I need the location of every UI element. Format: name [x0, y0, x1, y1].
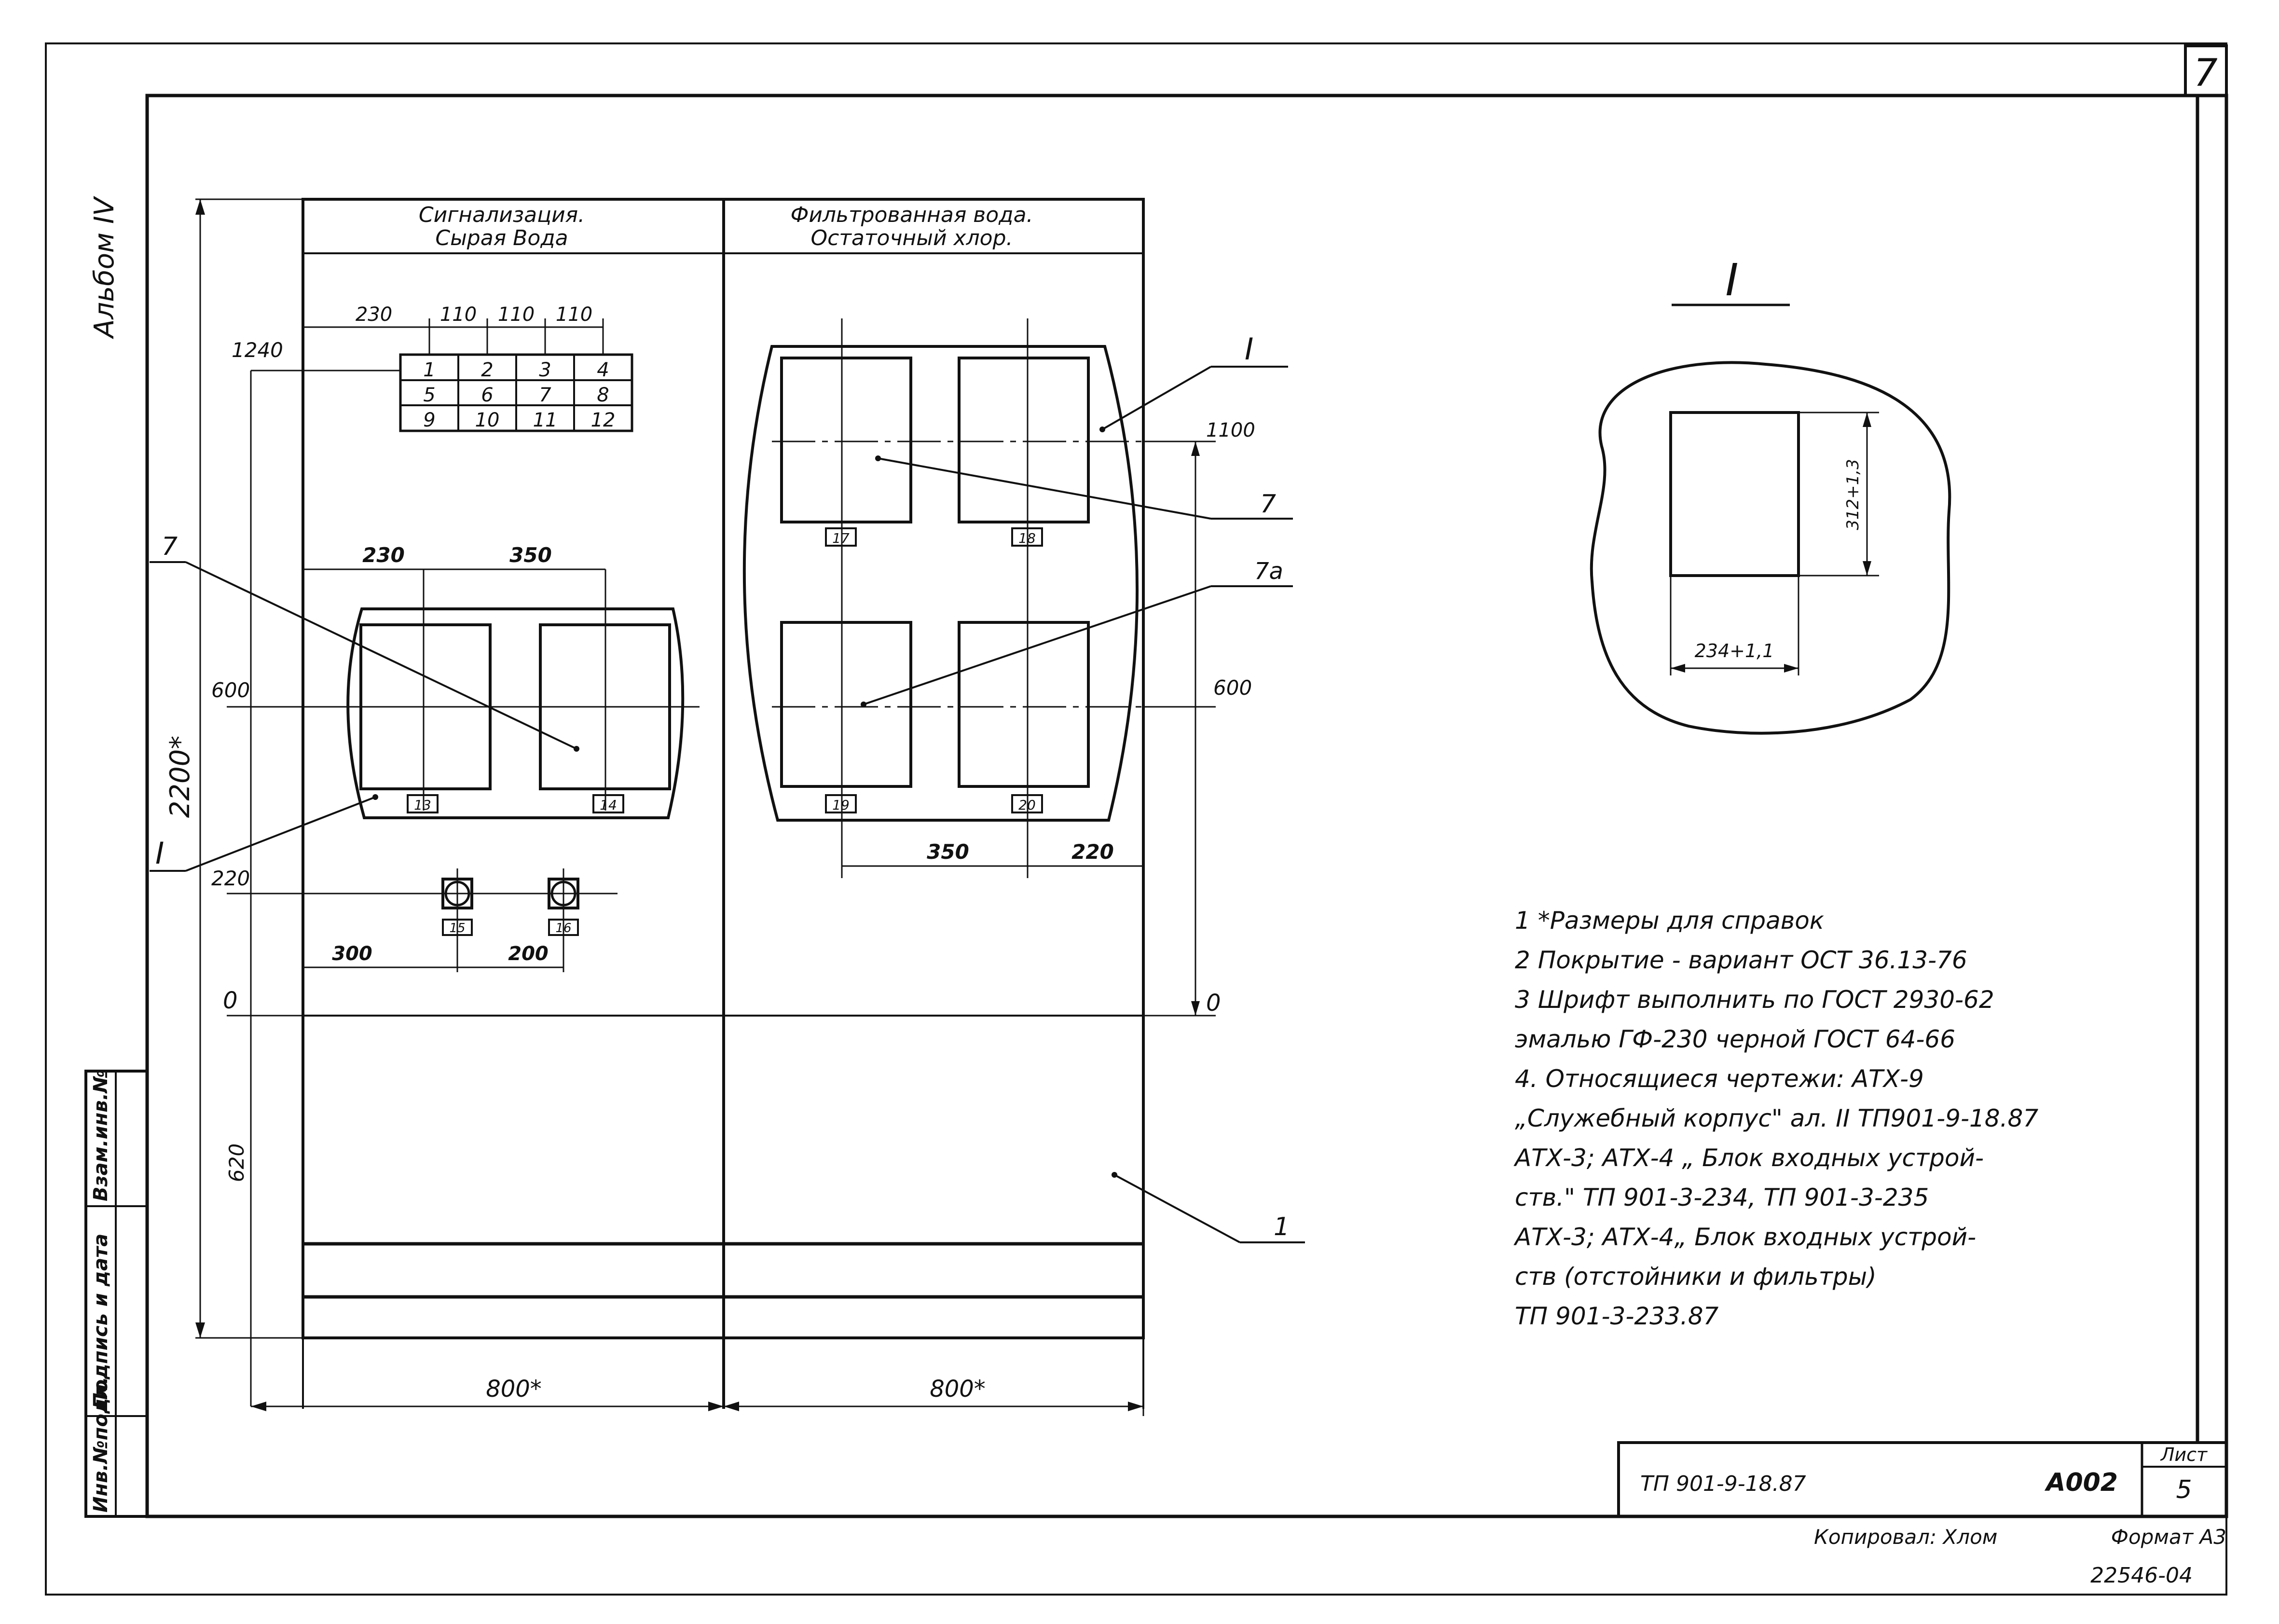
dim-mid-230: 230 [362, 543, 405, 567]
footer-format: Формат А3 [2111, 1525, 2226, 1549]
album-label: Альбом IV [89, 196, 120, 339]
grid-cell-2: 2 [481, 359, 493, 381]
tag-13: 13 [414, 797, 431, 813]
grid-cell-9: 9 [423, 409, 435, 431]
leader-left-I: I [155, 836, 164, 871]
right-dimensions: 1100 600 0 [1143, 419, 1255, 1017]
grid-cell-8: 8 [597, 384, 609, 406]
header-left-1: Сигнализация. [419, 203, 585, 227]
left-dimensions: 2200* 1240 600 220 0 620 [165, 198, 400, 1406]
dim-right-220: 220 [1071, 840, 1114, 864]
stamp-replacement: Взам.инв.№ [90, 1070, 112, 1201]
dim-bot-200: 200 [508, 943, 549, 965]
dim-top-110b: 110 [498, 303, 535, 326]
corner-number: 7 [2194, 52, 2218, 95]
grid-cell-1: 1 [423, 359, 435, 381]
dim-top-110a: 110 [440, 303, 477, 326]
tag-16: 16 [555, 921, 571, 936]
dim-0-right: 0 [1206, 990, 1221, 1017]
corner-number-box [2184, 44, 2228, 97]
grid-cell-5: 5 [423, 384, 435, 406]
device-19 [780, 621, 912, 788]
dim-top-110c: 110 [556, 303, 592, 326]
tag-15: 15 [449, 921, 465, 936]
inner-frame [145, 94, 2228, 1518]
note-4-line3: АТХ-3; АТХ-4 „ Блок входных устрой- [1513, 1144, 1984, 1172]
panel-front-view: Сигнализация. Сырая Вода Фильтрованная в… [302, 198, 1145, 1409]
stamp-inv-no: Инв.№подл. [90, 1376, 112, 1513]
leader-right-7a: 7а [1254, 558, 1283, 585]
note-3: 3 Шрифт выполнить по ГОСТ 2930-62 [1515, 986, 1994, 1014]
note-4-line6: ств (отстойники и фильтры) [1515, 1263, 1877, 1291]
left-cutout [346, 607, 685, 819]
leader-left-7: 7 [162, 532, 178, 561]
header-left-2: Сырая Вода [435, 226, 568, 250]
title-block: ТП 901-9-18.87 А002 Лист 5 [1617, 1441, 2228, 1518]
dim-600-right: 600 [1213, 676, 1252, 700]
title-doc: А002 [2044, 1468, 2118, 1497]
leaders: 7 I I 7 7а 1 [150, 331, 1305, 1243]
grid-cell-12: 12 [591, 409, 616, 431]
detail-height: 312+1,3 [1843, 459, 1863, 530]
grid-cell-6: 6 [481, 384, 493, 406]
note-4-line7: ТП 901-3-233.87 [1515, 1302, 1719, 1330]
leader-right-7: 7 [1260, 490, 1276, 519]
dim-top-230: 230 [356, 303, 392, 326]
dim-1240: 1240 [232, 338, 283, 362]
dim-600-left: 600 [211, 678, 250, 702]
dim-mid-350: 350 [509, 543, 552, 567]
tag-18: 18 [1018, 530, 1036, 546]
notes: 1 *Размеры для справок 2 Покрытие - вари… [1513, 907, 2038, 1330]
dim-620: 620 [225, 1143, 248, 1182]
grid-cell-3: 3 [539, 359, 551, 381]
dim-0-left: 0 [223, 987, 238, 1014]
dim-total-2200: 2200* [165, 736, 196, 818]
signal-grid: 1 2 3 4 5 6 7 8 9 10 11 12 [399, 353, 633, 432]
note-2: 2 Покрытие - вариант ОСТ 36.13-76 [1515, 946, 1967, 974]
tag-14: 14 [600, 797, 617, 813]
dim-1100: 1100 [1206, 419, 1255, 441]
stamp-signature: Подпись и дата [90, 1234, 112, 1409]
note-4: 4. Относящиеся чертежи: АТХ-9 [1515, 1065, 1924, 1093]
device-18 [958, 357, 1090, 523]
footer-copied: Копировал: Хлом [1814, 1525, 1997, 1549]
bottom-dimensions: 800* 800* [251, 1338, 1144, 1416]
detail-I: I 312+1,3 234+1,1 [1590, 254, 1951, 735]
dim-width-right: 800* [930, 1376, 986, 1403]
grid-cell-11: 11 [533, 409, 558, 431]
note-3-cont: эмалью ГФ-230 черной ГОСТ 64-66 [1515, 1025, 1955, 1053]
detail-width: 234+1,1 [1695, 640, 1774, 661]
leader-right-1: 1 [1274, 1212, 1290, 1241]
right-cutout [742, 345, 1139, 822]
footer-number: 22546-04 [2090, 1563, 2193, 1588]
grid-cell-4: 4 [597, 359, 609, 381]
title-code: ТП 901-9-18.87 [1640, 1472, 1806, 1496]
device-17 [780, 357, 912, 523]
tag-17: 17 [832, 530, 850, 546]
detail-title: I [1725, 254, 1738, 306]
dim-right-350: 350 [927, 840, 969, 864]
side-stamp: Инв.№подл. Подпись и дата Взам.инв.№ [84, 1070, 149, 1518]
header-right-1: Фильтрованная вода. [790, 203, 1033, 227]
title-sheet-no: 5 [2176, 1475, 2192, 1504]
note-4-line4: ств." ТП 901-3-234, ТП 901-3-235 [1515, 1184, 1929, 1211]
tag-19: 19 [832, 797, 850, 813]
header-right-2: Остаточный хлор. [810, 226, 1013, 250]
top-dimensions: 230 110 110 110 [303, 303, 604, 355]
note-4-line5: АТХ-3; АТХ-4„ Блок входных устрой- [1513, 1223, 1976, 1251]
dim-width-left: 800* [486, 1376, 542, 1403]
dim-bot-300: 300 [332, 943, 372, 965]
tag-20: 20 [1018, 797, 1036, 813]
grid-cell-7: 7 [539, 384, 551, 406]
grid-cell-10: 10 [475, 409, 500, 431]
device-20 [958, 621, 1090, 788]
note-4-line2: „Служебный корпус" ал. II ТП901-9-18.87 [1515, 1104, 2038, 1132]
leader-right-I: I [1245, 331, 1253, 367]
title-sheet-label: Лист [2160, 1444, 2208, 1465]
note-1: 1 *Размеры для справок [1515, 907, 1824, 935]
dim-220: 220 [211, 867, 250, 890]
